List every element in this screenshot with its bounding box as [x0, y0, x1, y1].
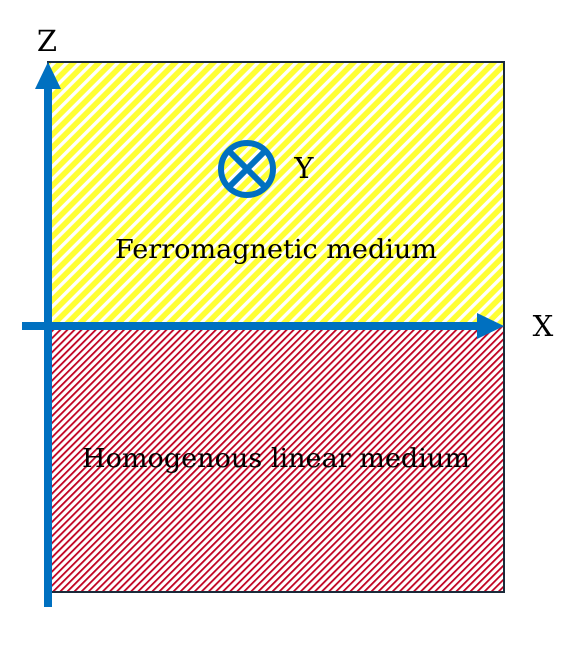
ferromagnetic-region — [48, 62, 504, 326]
linear-medium-region — [48, 326, 504, 592]
y-axis-into-page-icon — [218, 140, 276, 198]
x-axis-arrowhead — [477, 313, 504, 339]
linear-medium-label: Homogenous linear medium — [82, 444, 470, 474]
x-axis-label: X — [533, 309, 554, 343]
ferromagnetic-medium-label: Ferromagnetic medium — [115, 235, 437, 265]
z-axis-arrowhead — [35, 62, 61, 89]
y-axis-label: Y — [293, 151, 314, 185]
z-axis-label: Z — [37, 24, 57, 58]
